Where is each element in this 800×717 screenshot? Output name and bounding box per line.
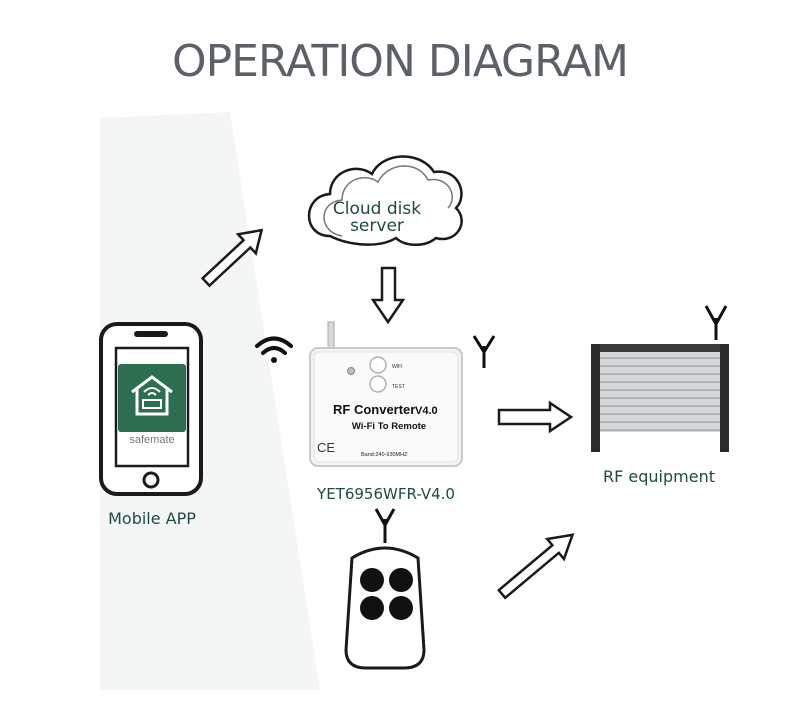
converter-title: RF Converter xyxy=(333,402,415,417)
app-icon xyxy=(118,364,186,432)
test-button xyxy=(369,375,387,393)
remote-button-1 xyxy=(360,568,384,592)
remote-button-2 xyxy=(389,568,413,592)
mobile-phone: safemate xyxy=(99,322,203,496)
cloud-label-line2: server xyxy=(350,216,404,236)
remote-button-3 xyxy=(360,596,384,620)
antenna-icon xyxy=(472,335,496,368)
converter-subtitle: Wi-Fi To Remote xyxy=(352,421,426,432)
cloud-server-node: Cloud disk server xyxy=(307,155,463,246)
home-button-icon xyxy=(142,471,160,489)
cloud-label-line1: Cloud disk xyxy=(333,199,421,219)
led-indicator xyxy=(347,367,355,375)
arrow-remote-to-equipment xyxy=(497,533,575,600)
antenna-icon xyxy=(374,508,396,543)
antenna-icon xyxy=(704,305,728,340)
converter-band: Band:240-930MHZ xyxy=(361,452,408,458)
arrow-phone-to-cloud xyxy=(200,228,264,288)
arrow-converter-to-equipment xyxy=(497,400,574,434)
app-name: safemate xyxy=(129,434,174,446)
test-button-label: TEST xyxy=(392,384,405,390)
mobile-app-label: Mobile APP xyxy=(108,509,196,528)
shutter-slats xyxy=(600,357,720,431)
wifi-icon xyxy=(255,336,293,363)
arrow-cloud-to-converter xyxy=(370,266,406,325)
converter-model-label: YET6956WFR-V4.0 xyxy=(316,485,455,503)
converter-version: V4.0 xyxy=(415,405,438,417)
wifi-button xyxy=(369,356,387,374)
rf-equipment-label: RF equipment xyxy=(603,467,715,486)
ce-mark: CE xyxy=(317,440,335,455)
page-title: OPERATION DIAGRAM xyxy=(172,36,629,87)
wifi-button-label: WIFI xyxy=(392,364,403,370)
cloud-icon xyxy=(307,155,463,246)
remote-control xyxy=(344,508,426,670)
rf-equipment xyxy=(591,305,729,452)
rf-converter-device: WIFI TEST RF Converter V4.0 Wi-Fi To Rem… xyxy=(309,321,463,467)
remote-button-4 xyxy=(389,596,413,620)
background-panel xyxy=(100,112,320,690)
